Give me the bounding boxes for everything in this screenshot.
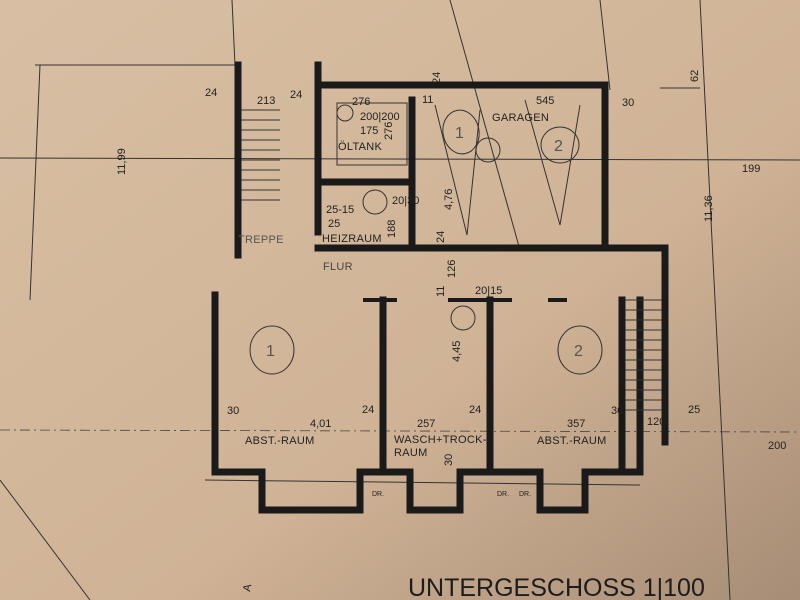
room-storage-left: ABST.-RAUM <box>245 435 315 447</box>
dim-label: 30 <box>622 97 634 109</box>
dim-label: 200|200 <box>360 111 400 123</box>
dim-label: 24 <box>290 89 302 101</box>
dim-label: 24 <box>362 404 374 416</box>
dim-label: 257 <box>417 418 435 430</box>
dim-label: 120 <box>647 416 665 428</box>
section-marker: A <box>241 583 254 593</box>
dim-label: 4,45 <box>451 341 463 362</box>
dim-label: 175 <box>360 125 378 137</box>
room-boiler: HEIZRAUM <box>322 233 382 245</box>
dim-label: 24 <box>431 72 443 84</box>
dim-label: 25-15 <box>326 204 354 216</box>
room-oiltank: ÖLTANK <box>338 141 383 153</box>
room-garages: GARAGEN <box>492 112 549 124</box>
storage-2-marker: 2 <box>574 343 583 360</box>
dim-label: 4,01 <box>310 418 331 430</box>
dimension-labels: 24 213 24 276 200|200 175 276 11 24 545 … <box>116 70 786 498</box>
note-dr: DR. <box>497 491 509 498</box>
room-stairs: TREPPE <box>238 234 284 246</box>
dim-label: 24 <box>435 231 447 243</box>
dim-label: 11 <box>435 286 447 297</box>
dim-label: 357 <box>567 418 585 430</box>
note-dr: DR. <box>519 491 531 498</box>
dim-label: 188 <box>386 220 398 238</box>
garage-2-marker: 2 <box>554 138 563 155</box>
dim-label: 20|30 <box>392 195 419 207</box>
stairs-right <box>625 299 662 411</box>
garage-door-swings <box>336 99 581 331</box>
dim-label: 30 <box>443 454 455 466</box>
dim-label: 24 <box>469 404 481 416</box>
dim-label: 545 <box>536 95 554 107</box>
room-laundry-2: RAUM <box>394 447 428 459</box>
dim-label: 200 <box>768 440 786 452</box>
walls <box>211 61 669 514</box>
dim-label: 25 <box>328 218 340 230</box>
dim-label: 62 <box>689 70 701 82</box>
garage-1-marker: 1 <box>455 125 464 142</box>
dim-label: 213 <box>257 95 275 107</box>
storage-1-marker: 1 <box>266 343 275 360</box>
note-dr: DR. <box>372 491 384 498</box>
dim-label: 24 <box>205 87 217 99</box>
dim-label: 276 <box>383 122 395 140</box>
dim-label: 276 <box>352 96 370 108</box>
room-hallway: FLUR <box>323 261 353 273</box>
dim-label: 20|15 <box>475 285 502 297</box>
dim-label: 199 <box>742 163 760 175</box>
dim-label: 30 <box>227 405 239 417</box>
room-labels: ÖLTANK GARAGEN HEIZRAUM TREPPE FLUR ABST… <box>238 112 607 459</box>
dim-label: 4,76 <box>443 189 455 210</box>
stairs-left <box>241 109 280 201</box>
dim-label: 25 <box>688 404 700 416</box>
room-storage-right: ABST.-RAUM <box>537 435 607 447</box>
handwritten-markers: 1 2 1 2 <box>249 109 603 375</box>
plan-title: UNTERGESCHOSS 1|100 <box>408 574 705 600</box>
dim-label: 11,99 <box>116 148 128 175</box>
dim-label: 11 <box>422 94 433 106</box>
dim-label: 126 <box>446 260 458 278</box>
dim-label: 11,36 <box>703 195 715 222</box>
room-laundry: WASCH+TROCK- <box>394 434 487 446</box>
dim-label: 30 <box>611 405 623 417</box>
